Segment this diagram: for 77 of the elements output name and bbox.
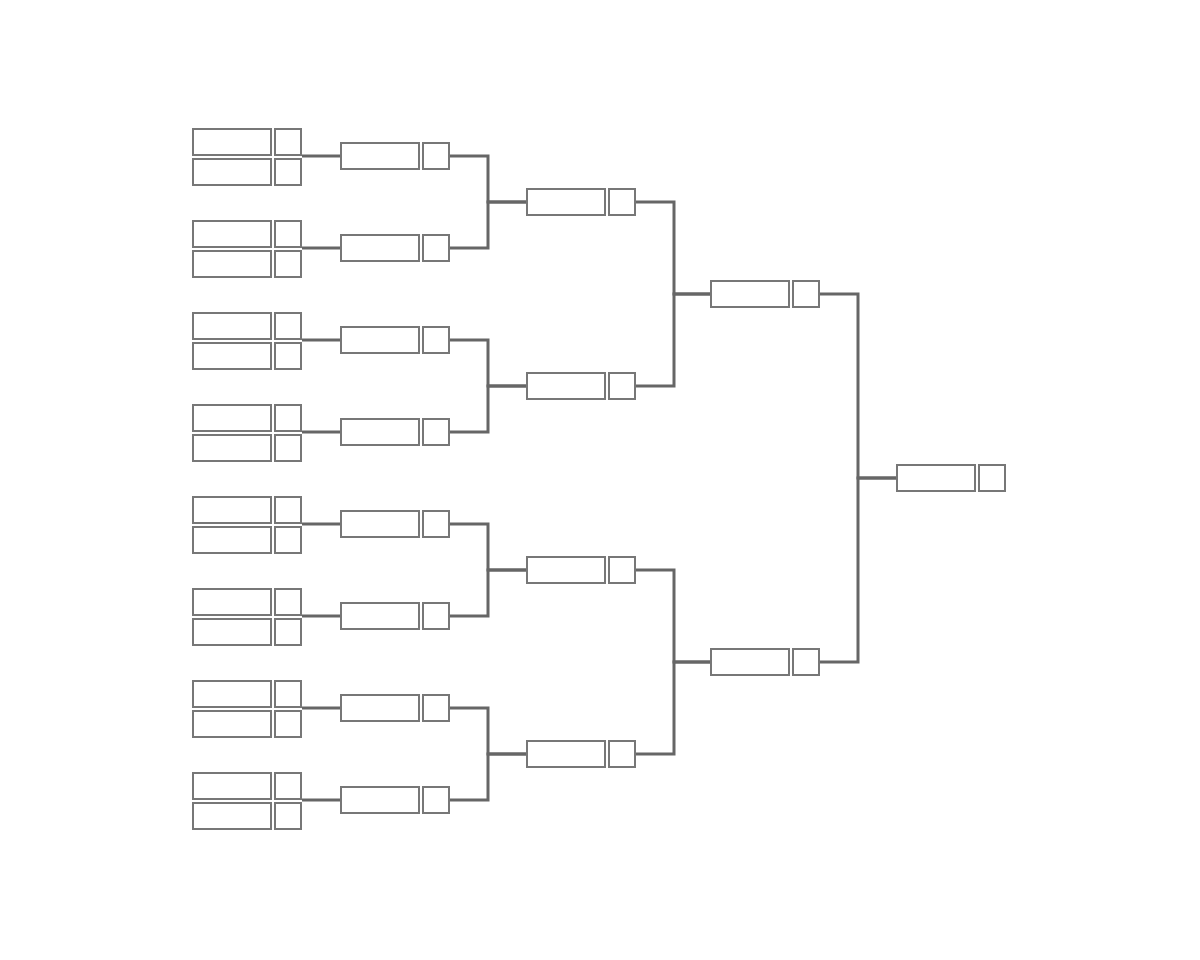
name-slot-box xyxy=(340,142,420,170)
bracket-connector xyxy=(450,384,526,434)
score-slot-box xyxy=(274,312,302,340)
score-slot-box xyxy=(274,496,302,524)
score-slot-box xyxy=(422,510,450,538)
bracket-connector xyxy=(302,338,340,342)
name-slot-box xyxy=(340,418,420,446)
score-slot-box xyxy=(274,158,302,186)
score-slot-box xyxy=(422,142,450,170)
bracket-connector xyxy=(636,292,710,388)
name-slot-box xyxy=(192,772,272,800)
score-slot-box xyxy=(422,786,450,814)
score-slot-box xyxy=(274,772,302,800)
score-slot-box xyxy=(274,588,302,616)
score-slot-box xyxy=(792,648,820,676)
score-slot-box xyxy=(608,188,636,216)
bracket-connector xyxy=(302,154,340,158)
bracket-connector xyxy=(450,200,526,250)
score-slot-box xyxy=(422,694,450,722)
bracket-connector xyxy=(302,522,340,526)
score-slot-box xyxy=(274,802,302,830)
name-slot-box xyxy=(526,556,606,584)
score-slot-box xyxy=(608,556,636,584)
name-slot-box xyxy=(340,510,420,538)
score-slot-box xyxy=(274,220,302,248)
score-slot-box xyxy=(274,434,302,462)
name-slot-box xyxy=(192,434,272,462)
bracket-connector xyxy=(450,568,526,618)
name-slot-box xyxy=(192,158,272,186)
name-slot-box xyxy=(340,326,420,354)
name-slot-box xyxy=(192,342,272,370)
score-slot-box xyxy=(274,618,302,646)
name-slot-box xyxy=(192,588,272,616)
score-slot-box xyxy=(274,404,302,432)
score-slot-box xyxy=(422,234,450,262)
name-slot-box xyxy=(192,404,272,432)
score-slot-box xyxy=(422,418,450,446)
score-slot-box xyxy=(792,280,820,308)
score-slot-box xyxy=(608,740,636,768)
score-slot-box xyxy=(274,342,302,370)
name-slot-box xyxy=(192,710,272,738)
bracket-connector xyxy=(302,614,340,618)
name-slot-box xyxy=(192,250,272,278)
name-slot-box xyxy=(192,220,272,248)
name-slot-box xyxy=(340,786,420,814)
bracket-connector xyxy=(302,430,340,434)
name-slot-box xyxy=(192,680,272,708)
name-slot-box xyxy=(526,372,606,400)
bracket-connector xyxy=(302,246,340,250)
score-slot-box xyxy=(274,710,302,738)
score-slot-box xyxy=(978,464,1006,492)
name-slot-box xyxy=(340,602,420,630)
score-slot-box xyxy=(422,602,450,630)
score-slot-box xyxy=(422,326,450,354)
name-slot-box xyxy=(710,648,790,676)
name-slot-box xyxy=(526,188,606,216)
name-slot-box xyxy=(710,280,790,308)
name-slot-box xyxy=(192,526,272,554)
bracket-connector xyxy=(450,752,526,802)
score-slot-box xyxy=(274,526,302,554)
bracket-connector xyxy=(820,476,896,664)
score-slot-box xyxy=(274,250,302,278)
name-slot-box xyxy=(192,312,272,340)
name-slot-box xyxy=(896,464,976,492)
score-slot-box xyxy=(608,372,636,400)
bracket-connector xyxy=(302,798,340,802)
bracket-connector xyxy=(636,660,710,756)
name-slot-box xyxy=(192,802,272,830)
name-slot-box xyxy=(340,234,420,262)
score-slot-box xyxy=(274,128,302,156)
name-slot-box xyxy=(192,496,272,524)
score-slot-box xyxy=(274,680,302,708)
name-slot-box xyxy=(526,740,606,768)
bracket-connector xyxy=(302,706,340,710)
name-slot-box xyxy=(192,128,272,156)
name-slot-box xyxy=(340,694,420,722)
name-slot-box xyxy=(192,618,272,646)
